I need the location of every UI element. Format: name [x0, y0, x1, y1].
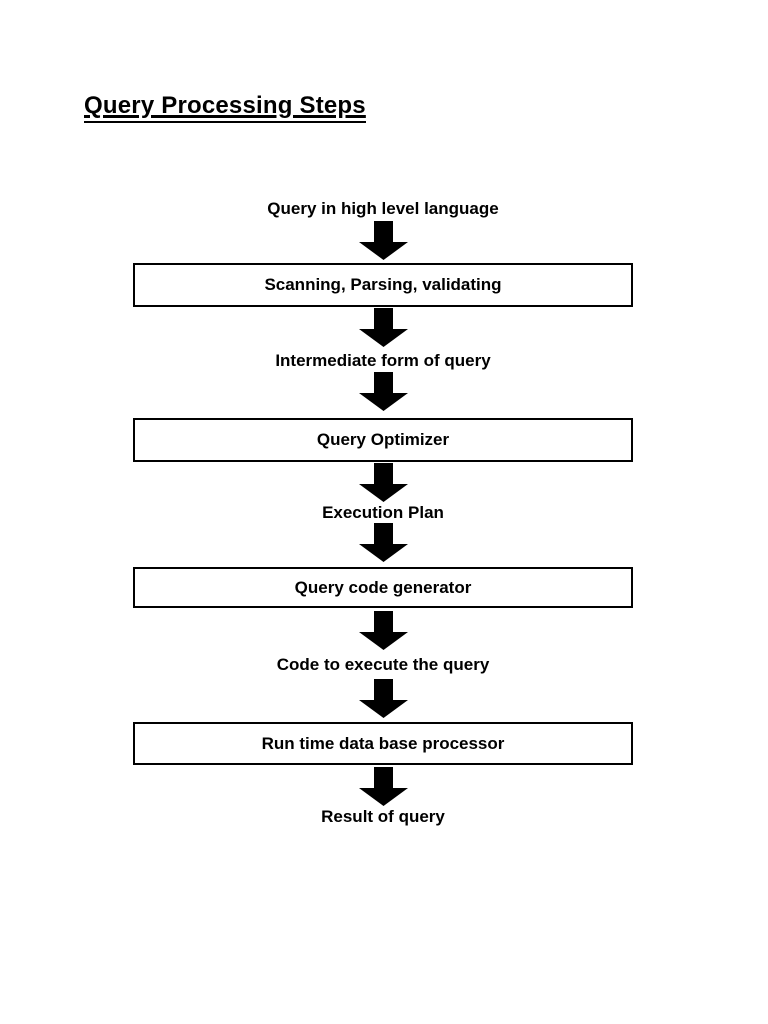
- down-arrow-icon: [359, 221, 408, 260]
- flow-box-label: Query Optimizer: [316, 430, 450, 449]
- flow-box-run-time-database-processor: Run time data base processor: [133, 722, 633, 765]
- flow-label-intermediate-form-of-query: Intermediate form of query: [275, 351, 491, 370]
- flow-box-label: Scanning, Parsing, validating: [264, 275, 502, 294]
- down-arrow-icon: [359, 523, 408, 562]
- down-arrow-icon: [359, 308, 408, 347]
- flow-box-scanning-parsing-validating: Scanning, Parsing, validating: [133, 263, 633, 307]
- flow-box-query-code-generator: Query code generator: [133, 567, 633, 608]
- page-title: Query Processing Steps: [84, 92, 366, 123]
- flow-label-execution-plan: Execution Plan: [322, 503, 444, 522]
- page-title-text: Query Processing Steps: [84, 92, 366, 123]
- flow-label-code-to-execute-the-query: Code to execute the query: [276, 655, 490, 674]
- flow-box-label: Run time data base processor: [261, 733, 505, 753]
- flow-label-query-in-high-level-language: Query in high level language: [267, 199, 499, 218]
- down-arrow-icon: [359, 463, 408, 502]
- down-arrow-icon: [359, 679, 408, 718]
- flow-label-result-of-query: Result of query: [321, 807, 445, 826]
- down-arrow-icon: [359, 372, 408, 411]
- down-arrow-icon: [359, 611, 408, 650]
- flow-box-query-optimizer: Query Optimizer: [133, 418, 633, 462]
- down-arrow-icon: [359, 767, 408, 806]
- flow-box-label: Query code generator: [294, 577, 472, 597]
